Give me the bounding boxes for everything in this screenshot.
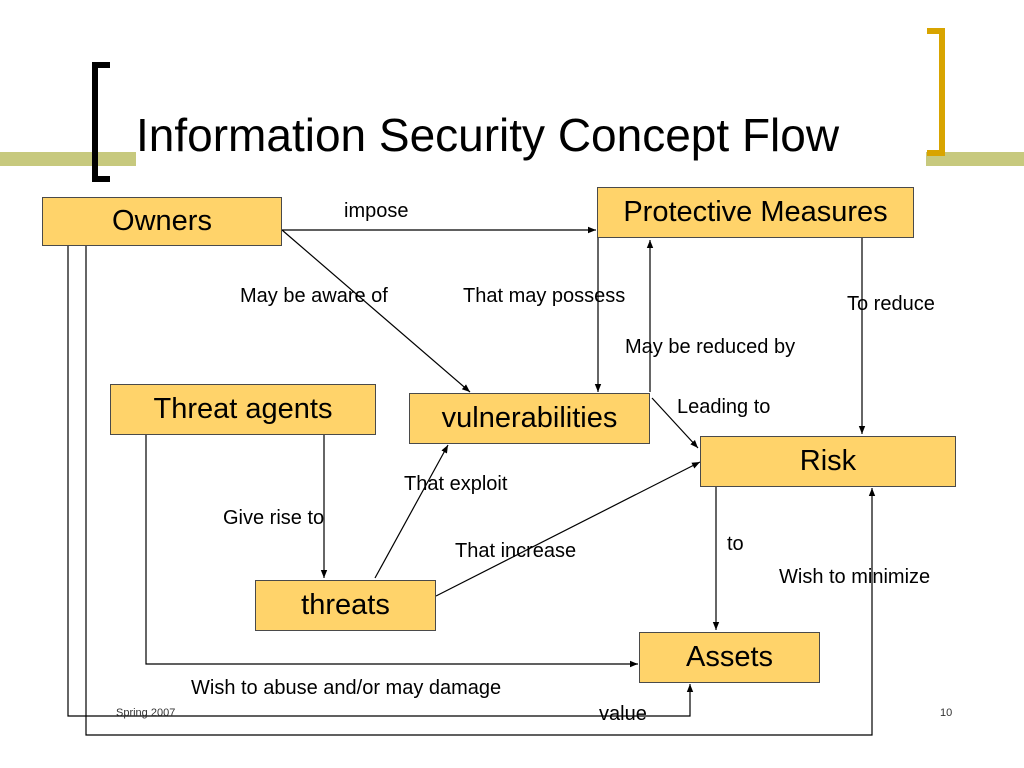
node-threat-agents: Threat agents <box>110 384 376 435</box>
edge-owners-value-assets <box>67 246 694 717</box>
edge-threats-increase-risk <box>435 461 701 597</box>
label-give-rise-to: Give rise to <box>223 507 325 529</box>
label-that-increase: That increase <box>455 540 577 562</box>
left-bracket-decoration <box>92 62 110 182</box>
node-assets: Assets <box>639 632 820 683</box>
label-leading-to: Leading to <box>677 396 771 418</box>
label-to: to <box>727 533 744 555</box>
node-threats: threats <box>255 580 436 631</box>
node-owners: Owners <box>42 197 282 246</box>
label-wish-to-abuse: Wish to abuse and/or may damage <box>191 677 502 699</box>
right-bracket-decoration <box>927 28 945 156</box>
slide-title: Information Security Concept Flow <box>136 104 926 166</box>
label-that-exploit: That exploit <box>404 473 508 495</box>
label-value: value <box>599 703 647 725</box>
edge-vulnerabilities-leading-risk <box>651 397 699 449</box>
footer-date: Spring 2007 <box>116 707 176 719</box>
node-protective-measures: Protective Measures <box>597 187 914 238</box>
label-may-be-aware-of: May be aware of <box>240 285 388 307</box>
edge-owners-minimize-risk <box>85 246 876 736</box>
label-may-be-reduced-by: May be reduced by <box>625 336 796 358</box>
node-vulnerabilities: vulnerabilities <box>409 393 650 444</box>
label-to-reduce: To reduce <box>847 293 935 315</box>
label-impose: impose <box>344 200 409 222</box>
edge-threats-exploit-vulnerabilities <box>374 444 449 579</box>
edge-owners-aware-vulnerabilities <box>281 229 471 393</box>
edge-threat-agents-abuse-assets <box>145 435 638 668</box>
label-that-may-possess: That may possess <box>463 285 626 307</box>
label-wish-to-minimize: Wish to minimize <box>779 566 931 588</box>
node-risk: Risk <box>700 436 956 487</box>
page-number: 10 <box>940 707 953 719</box>
